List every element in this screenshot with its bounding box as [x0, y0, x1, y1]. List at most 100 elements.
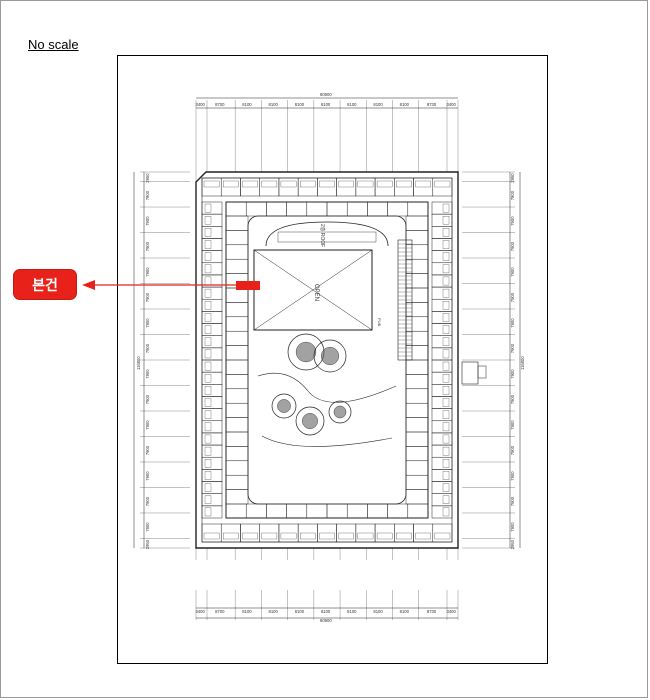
dimension-text-right: 2950 — [510, 173, 515, 183]
dimension-text-right: 7900 — [510, 445, 515, 455]
unit-right-detail — [442, 337, 450, 346]
landscape-planting — [277, 399, 291, 413]
dimension-text-left: 7900 — [145, 420, 150, 430]
unit-left-detail — [204, 228, 212, 237]
unit-left-detail — [204, 216, 212, 225]
unit-right-detail — [442, 203, 450, 213]
unit-left-detail — [204, 398, 212, 407]
dimension-text-top: 8100 — [269, 102, 279, 107]
dimension-text-bottom: 8700 — [215, 609, 225, 614]
unit-right-detail — [442, 301, 450, 310]
unit-bottom — [432, 523, 453, 543]
unit-bottom-detail — [396, 532, 412, 540]
dimension-text-left: 7900 — [145, 394, 150, 404]
dimension-text-left: 7900 — [145, 190, 150, 200]
annex-detail — [477, 365, 487, 379]
landscape-planting — [333, 405, 347, 419]
dimension-text-right: 7900 — [510, 369, 515, 379]
open-label: OPEN — [313, 284, 319, 301]
unit-right-detail — [442, 398, 450, 407]
unit-bottom-detail — [203, 532, 220, 540]
unit-top-detail — [396, 180, 412, 188]
unit-bottom-detail — [376, 532, 393, 540]
dimension-text-left: 2950 — [145, 539, 150, 549]
unit-left-detail — [204, 495, 212, 504]
unit-right-detail — [442, 434, 450, 444]
unit-bottom-detail — [280, 532, 297, 540]
dimension-text-left: 7900 — [145, 216, 150, 226]
unit-bottom-detail — [357, 532, 374, 540]
dimension-text-right: 7900 — [510, 496, 515, 506]
open-void-cross — [253, 249, 373, 331]
dimension-text-bottom: 8100 — [295, 609, 305, 614]
landscape-planting — [295, 341, 317, 363]
subject-unit-callout: 본건 — [14, 270, 76, 299]
dimension-text-left: 7900 — [145, 369, 150, 379]
unit-right-detail — [442, 288, 450, 298]
dimension-text-left: 7900 — [145, 318, 150, 328]
unit-left-detail — [204, 386, 212, 395]
unit-left-detail — [204, 325, 212, 334]
unit-top-detail — [261, 180, 278, 188]
unit-right-detail — [442, 252, 450, 261]
dimension-text-right: 7900 — [510, 292, 515, 302]
landscape-planting — [321, 347, 340, 366]
landscape-planting — [302, 413, 318, 429]
dimension-text-top: 8700 — [215, 102, 225, 107]
dimension-text-top: 8100 — [400, 102, 410, 107]
unit-top — [432, 177, 453, 197]
callout-arrow-head — [82, 280, 95, 290]
dimension-text-bottom: 8100 — [400, 609, 410, 614]
unit-left-detail — [204, 313, 212, 322]
dimension-text-top: 8730 — [427, 102, 437, 107]
dimension-text-left: 2950 — [145, 173, 150, 183]
unit-left-detail — [204, 337, 212, 346]
unit-left-detail — [204, 264, 212, 274]
dimension-text-bottom: 8100 — [373, 609, 383, 614]
unit-left-detail — [204, 374, 212, 383]
dimension-text-left: 7900 — [145, 292, 150, 302]
unit-left-detail — [204, 349, 212, 359]
unit-bottom-detail — [415, 532, 431, 540]
unit-bottom-detail — [300, 532, 316, 540]
unit-right-detail — [442, 349, 450, 359]
unit-top-detail — [203, 180, 220, 188]
dimension-text-right: 7900 — [510, 471, 515, 481]
dimension-text-right: 2950 — [510, 539, 515, 549]
dimension-text-left: 7900 — [145, 496, 150, 506]
unit-right-detail — [442, 422, 450, 432]
unit-right-detail — [442, 495, 450, 504]
dimension-text-bottom: 8100 — [269, 609, 279, 614]
annex — [461, 361, 479, 385]
unit-top-detail — [415, 180, 431, 188]
unit-top-detail — [319, 180, 335, 188]
dimension-text-top: 8100 — [321, 102, 331, 107]
unit-bottom-detail — [338, 532, 354, 540]
dimension-text-left: 7900 — [145, 343, 150, 353]
unit-left-detail — [204, 471, 212, 480]
unit-top-detail — [242, 180, 258, 188]
dimension-text-top: 8100 — [295, 102, 305, 107]
unit-right — [431, 505, 453, 519]
landscape-circle — [328, 400, 352, 424]
dimension-text-bottom: 8730 — [427, 609, 437, 614]
unit-top-detail — [300, 180, 316, 188]
dimension-text-right: 7900 — [510, 267, 515, 277]
unit-bottom-detail — [223, 532, 239, 540]
landscape-circle — [295, 406, 325, 436]
unit-right-detail — [442, 446, 450, 456]
dimension-text-left: 7900 — [145, 445, 150, 455]
unit-left-detail — [204, 361, 212, 371]
roof-band — [277, 231, 377, 243]
roof-label: 2층 ROOF — [319, 224, 326, 247]
landscape-path — [257, 372, 397, 403]
dimension-text-left: 7900 — [145, 267, 150, 277]
dimension-text-left: 7900 — [145, 522, 150, 532]
unit-left-detail — [204, 240, 212, 249]
dimension-text-left: 7900 — [145, 471, 150, 481]
dimension-text-top: 3400 — [446, 102, 456, 107]
dimension-text-top: 8100 — [373, 102, 383, 107]
scale-note: No scale — [28, 37, 79, 52]
